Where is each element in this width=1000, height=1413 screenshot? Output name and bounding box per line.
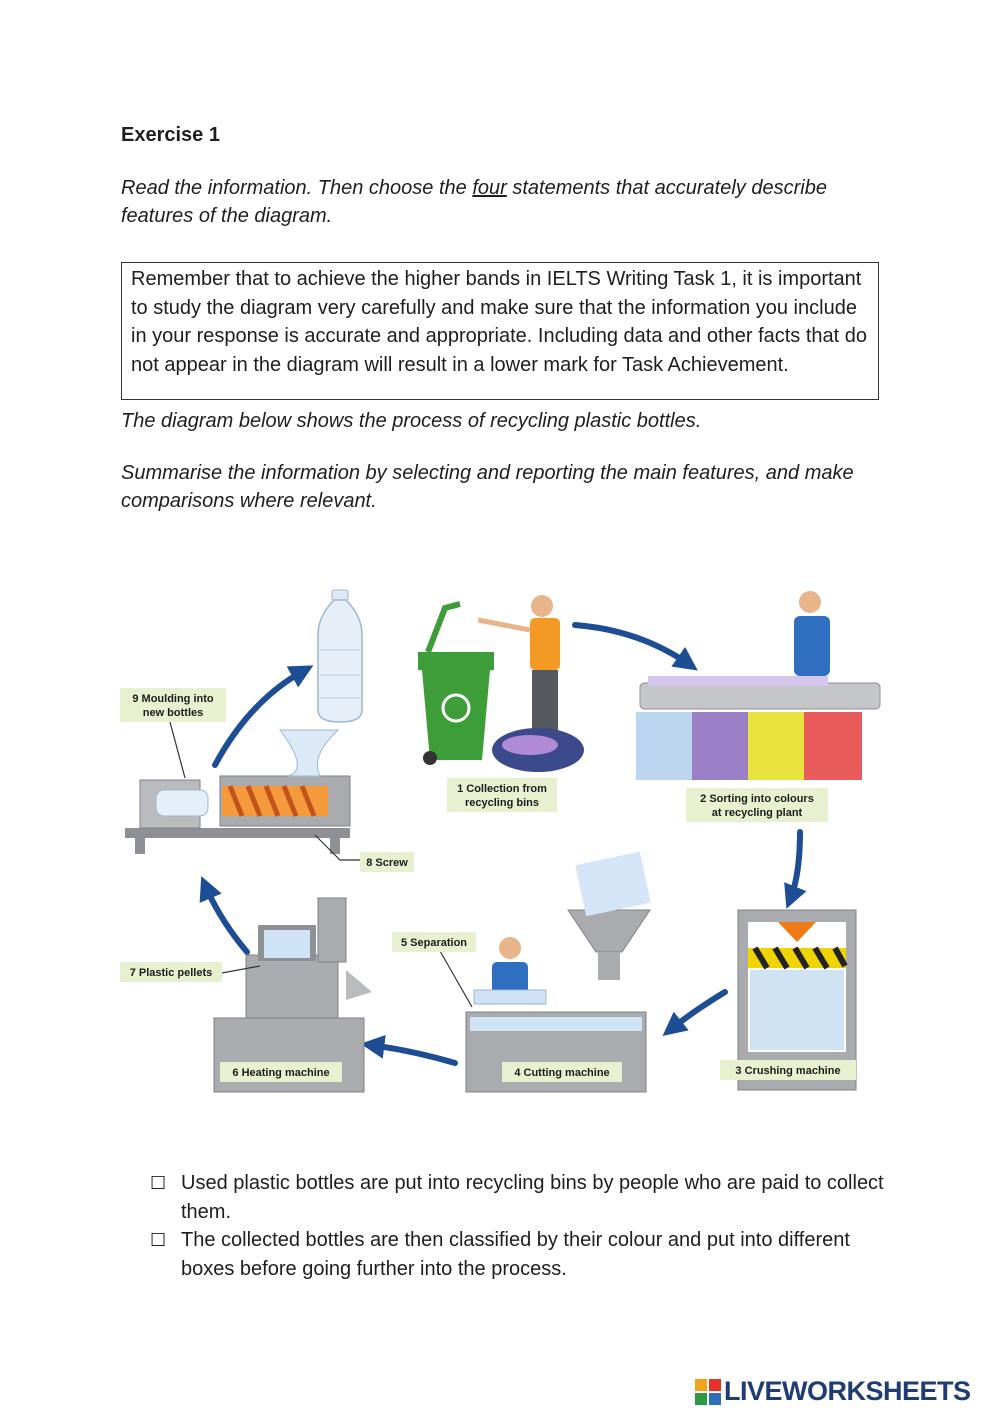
instruction-emphasis: four xyxy=(472,177,507,199)
note-box: Remember that to achieve the higher band… xyxy=(121,262,879,400)
stage-label-6: 6 Heating machine xyxy=(220,1062,342,1082)
person-collecting-icon xyxy=(477,595,584,772)
arrow-1-to-2 xyxy=(572,622,698,671)
pointer-9 xyxy=(169,721,186,779)
pointer-8 xyxy=(314,834,360,861)
svg-text:7 Plastic pellets: 7 Plastic pellets xyxy=(130,967,213,979)
svg-text:1 Collection from: 1 Collection from xyxy=(457,783,547,795)
instruction-text: Read the information. Then choose the fo… xyxy=(121,174,861,230)
pointer-7 xyxy=(221,965,261,974)
plastic-bottle-icon xyxy=(317,589,363,723)
label-pointers xyxy=(169,721,473,1008)
sorting-station-icon xyxy=(636,591,881,780)
arrow-9-to-bottle xyxy=(212,665,314,768)
instruction-part-2: statements that accurately describe feat… xyxy=(121,177,827,227)
svg-text:recycling bins: recycling bins xyxy=(465,797,539,809)
arrow-3-to-4 xyxy=(662,989,728,1036)
checkbox-icon[interactable]: ☐ xyxy=(150,1173,167,1193)
stage-label-5: 5 Separation xyxy=(392,932,476,952)
pointer-5 xyxy=(439,950,473,1008)
instruction-part-1: Read the information. Then choose the xyxy=(121,177,473,199)
svg-text:at recycling plant: at recycling plant xyxy=(712,807,803,819)
checkbox-icon[interactable]: ☐ xyxy=(150,1230,167,1250)
stage-label-2: 2 Sorting into colours at recycling plan… xyxy=(686,788,828,822)
moulding-machine-icon xyxy=(125,729,351,854)
stage-label-1: 1 Collection from recycling bins xyxy=(447,778,557,812)
svg-text:5 Separation: 5 Separation xyxy=(401,937,467,949)
liveworksheets-brand: LIVEWORKSHEETS xyxy=(695,1376,971,1407)
svg-text:8 Screw: 8 Screw xyxy=(366,857,408,869)
stage-label-3: 3 Crushing machine xyxy=(720,1060,856,1080)
stage-label-4: 4 Cutting machine xyxy=(502,1062,622,1082)
arrow-2-to-3 xyxy=(784,829,807,909)
svg-text:2 Sorting into colours: 2 Sorting into colours xyxy=(700,793,814,805)
svg-text:9 Moulding into: 9 Moulding into xyxy=(132,693,214,705)
arrow-4-to-6 xyxy=(360,1034,458,1066)
stage-label-9: 9 Moulding into new bottles xyxy=(120,688,226,722)
process-arrows xyxy=(199,622,807,1066)
recycling-process-diagram: 1 Collection from recycling bins 2 Sorti… xyxy=(120,589,881,1093)
statement-option-2[interactable]: ☐ The collected bottles are then classif… xyxy=(150,1226,890,1284)
task-description: The diagram below shows the process of r… xyxy=(121,410,702,432)
svg-text:6 Heating machine: 6 Heating machine xyxy=(232,1067,329,1079)
statement-text: The collected bottles are then classifie… xyxy=(181,1229,850,1280)
liveworksheets-logo-icon xyxy=(695,1378,721,1405)
svg-text:4 Cutting machine: 4 Cutting machine xyxy=(514,1067,609,1079)
brand-name: LIVEWORKSHEETS xyxy=(724,1376,971,1406)
stage-label-7: 7 Plastic pellets xyxy=(120,962,222,982)
stage-label-8: 8 Screw xyxy=(360,852,414,872)
recycling-bin-icon xyxy=(418,601,494,765)
task-instruction: Summarise the information by selecting a… xyxy=(121,462,854,512)
svg-text:new bottles: new bottles xyxy=(143,707,204,719)
svg-text:3 Crushing machine: 3 Crushing machine xyxy=(735,1065,840,1077)
exercise-title: Exercise 1 xyxy=(121,124,220,146)
statement-text: Used plastic bottles are put into recycl… xyxy=(181,1172,884,1223)
worker-separating-icon xyxy=(473,937,547,1005)
statement-option-1[interactable]: ☐ Used plastic bottles are put into recy… xyxy=(150,1169,890,1227)
arrow-7-to-9 xyxy=(199,876,250,955)
